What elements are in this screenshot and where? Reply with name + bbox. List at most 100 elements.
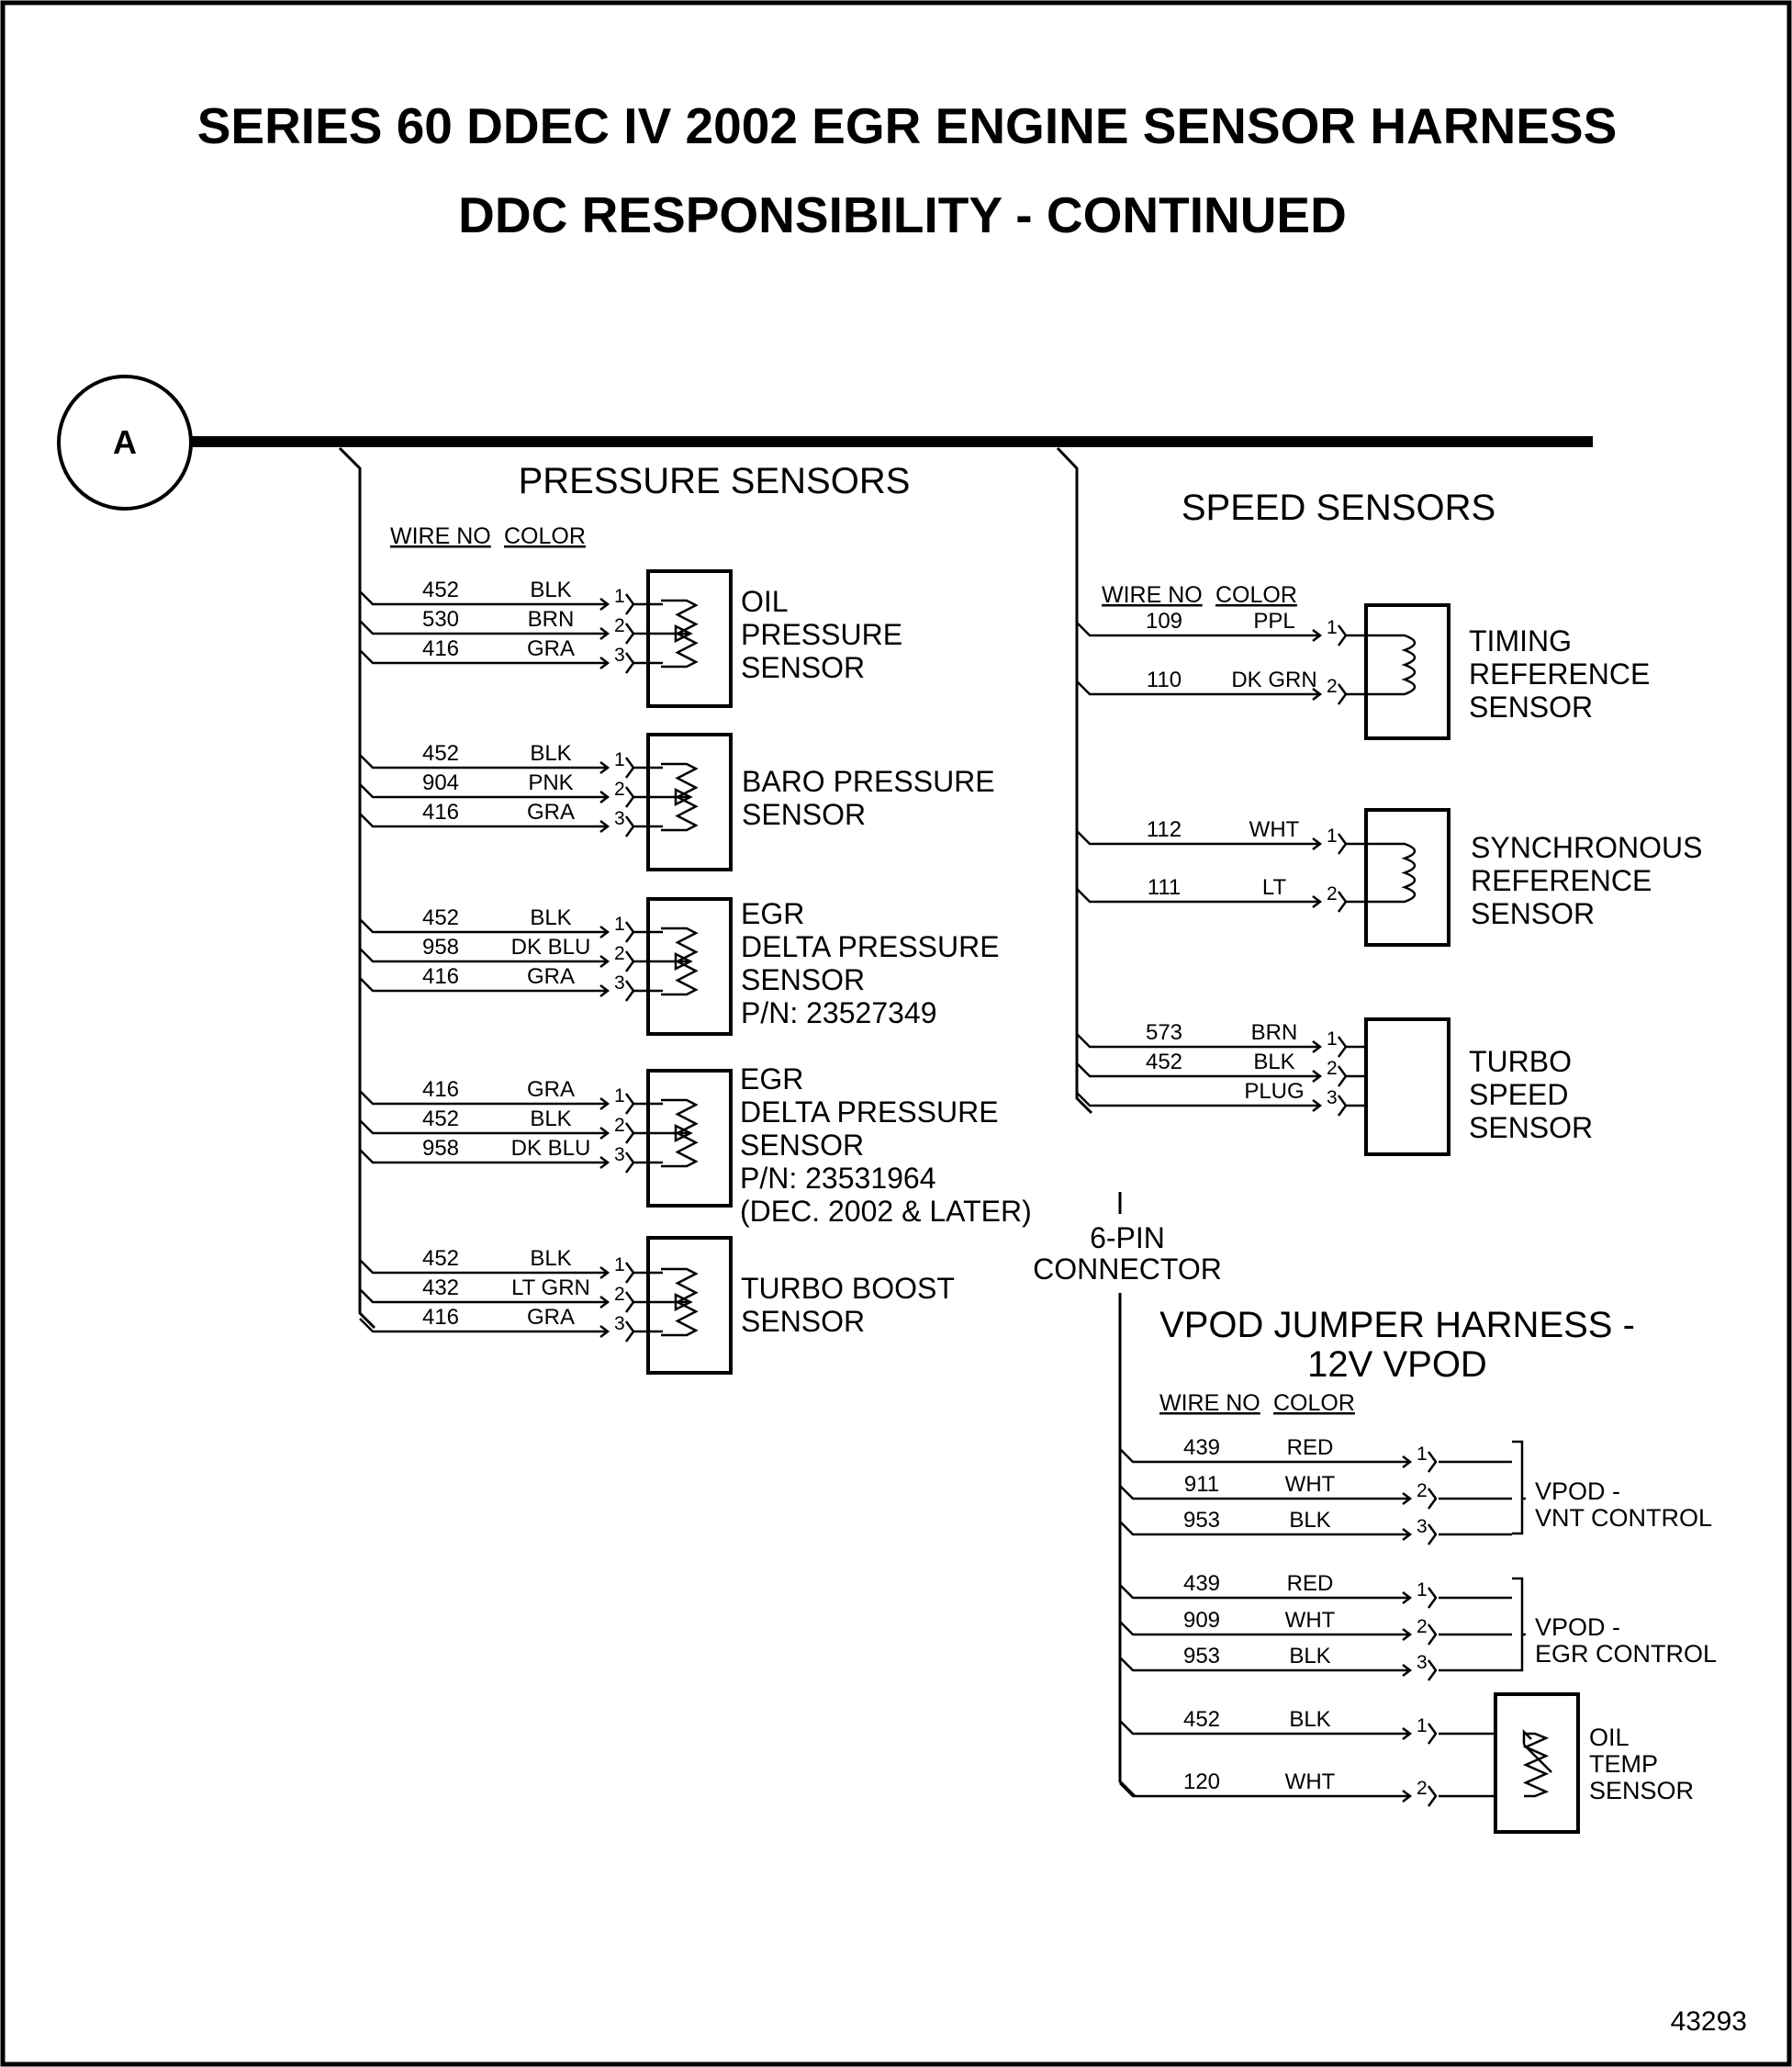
wire-arrowhead xyxy=(599,791,610,803)
wiper-arrow xyxy=(674,1292,693,1312)
wire-number: 953 xyxy=(1183,1508,1220,1533)
wire-number: 432 xyxy=(422,1275,459,1300)
sensor-label: TURBO xyxy=(1469,1045,1572,1078)
wire-line xyxy=(359,1119,608,1135)
wire-color: LT xyxy=(1262,875,1287,900)
sensor-connector-box xyxy=(646,733,733,871)
wire-line xyxy=(1119,1621,1410,1636)
pin-number: 3 xyxy=(1327,1087,1338,1108)
wire-arrowhead xyxy=(599,926,610,938)
vpod-harness-heading: VPOD JUMPER HARNESS - xyxy=(1159,1305,1635,1345)
sensor-connector-box xyxy=(1364,1017,1450,1156)
wire-line xyxy=(359,1318,608,1333)
vpod-harness-heading: 12V VPOD xyxy=(1307,1344,1487,1385)
wire-arrowhead xyxy=(1312,629,1323,642)
vpod-bracket xyxy=(1512,1440,1524,1535)
speed-branch-bus xyxy=(1056,446,1093,1115)
wire-arrowhead xyxy=(599,1156,610,1169)
wire-line xyxy=(1076,680,1320,696)
wire-arrowhead xyxy=(1312,1099,1323,1112)
wire-color: WHT xyxy=(1285,1769,1336,1794)
receptacle-chevron xyxy=(624,1320,635,1342)
vpod-wire-no-header: WIRE NO xyxy=(1159,1390,1260,1416)
wire-color: BLK xyxy=(530,578,571,602)
pin-number: 1 xyxy=(1417,1715,1428,1736)
wire-color: WHT xyxy=(1249,817,1300,842)
sensor-label: SENSOR xyxy=(741,1305,865,1338)
wire-arrowhead xyxy=(1312,837,1323,850)
wire-arrowhead xyxy=(1402,1528,1413,1541)
vpod-bracket xyxy=(1512,1577,1524,1672)
wire-color: RED xyxy=(1287,1571,1334,1596)
diagram-title-line1: SERIES 60 DDEC IV 2002 EGR ENGINE SENSOR… xyxy=(197,97,1618,154)
wire-arrowhead xyxy=(599,1266,610,1279)
wire-color: GRA xyxy=(527,636,575,661)
wiper-arrow xyxy=(674,1123,693,1143)
sensor-label: DELTA PRESSURE xyxy=(740,1095,999,1129)
wire-color: BRN xyxy=(1251,1020,1298,1045)
wire-line xyxy=(1076,888,1320,904)
sensor-label: OIL xyxy=(1589,1724,1630,1751)
pin-number: 1 xyxy=(1327,826,1338,847)
receptacle-chevron xyxy=(624,950,635,972)
wire-arrowhead xyxy=(1312,688,1323,701)
sensor-label: DELTA PRESSURE xyxy=(741,930,1000,963)
receptacle-chevron xyxy=(1337,683,1348,705)
wire-arrowhead xyxy=(1402,1455,1413,1468)
pressure-sensors-heading: PRESSURE SENSORS xyxy=(519,461,911,501)
wire-arrowhead xyxy=(1402,1790,1413,1803)
pin-number: 3 xyxy=(614,1313,625,1334)
wire-number: 452 xyxy=(422,1246,459,1271)
sensor-connector-box xyxy=(646,1069,733,1208)
sensor-label: (DEC. 2002 & LATER) xyxy=(740,1195,1032,1228)
wire-number: 110 xyxy=(1147,668,1182,692)
wire-line xyxy=(359,1288,608,1304)
wire-line xyxy=(1119,1448,1410,1464)
wire-number: 958 xyxy=(422,1136,459,1161)
vpod-label: VPOD - xyxy=(1535,1613,1620,1641)
sensor-label: REFERENCE xyxy=(1471,864,1652,897)
receptacle-chevron xyxy=(624,652,635,674)
wiper-arrow xyxy=(674,951,693,972)
wire-number: 573 xyxy=(1146,1020,1182,1045)
wire-arrowhead xyxy=(1312,1040,1323,1053)
pin-number: 1 xyxy=(1327,1028,1338,1050)
receptacle-chevron xyxy=(1337,624,1348,646)
receptacle-chevron xyxy=(624,921,635,943)
pin-number: 3 xyxy=(1417,1652,1428,1673)
pin-number: 2 xyxy=(614,779,625,800)
wire-color: BLK xyxy=(530,905,571,930)
wire-number: 120 xyxy=(1183,1769,1220,1794)
thermistor-symbol xyxy=(1522,1732,1550,1798)
wire-color: BLK xyxy=(530,1107,571,1131)
receptacle-chevron xyxy=(624,1262,635,1284)
receptacle-chevron xyxy=(1427,1587,1438,1609)
sensor-label: EGR xyxy=(740,1062,803,1095)
wire-number: 416 xyxy=(422,1077,459,1102)
wire-line xyxy=(359,649,608,665)
sensor-label: SENSOR xyxy=(742,798,866,831)
wire-number: 953 xyxy=(1183,1644,1220,1668)
pin-number: 1 xyxy=(614,1254,625,1275)
coil-symbol xyxy=(1368,842,1417,904)
wire-line xyxy=(359,620,608,635)
wire-arrowhead xyxy=(599,657,610,669)
wire-arrowhead xyxy=(599,598,610,611)
pin-number: 2 xyxy=(614,1284,625,1305)
six-pin-connector-label: 6-PIN xyxy=(1090,1221,1165,1254)
sensor-label: REFERENCE xyxy=(1469,657,1650,691)
wire-number: 416 xyxy=(422,800,459,825)
wire-number: 452 xyxy=(422,1107,459,1131)
receptacle-chevron xyxy=(624,623,635,645)
receptacle-chevron xyxy=(1427,1723,1438,1745)
wire-number: 111 xyxy=(1148,875,1181,900)
wire-arrowhead xyxy=(1402,1628,1413,1641)
speed-wire-no-header: WIRE NO xyxy=(1102,582,1203,608)
wire-number: 904 xyxy=(422,770,459,795)
sensor-label: EGR xyxy=(741,897,804,930)
pin-number: 2 xyxy=(1417,1778,1428,1799)
pin-number: 2 xyxy=(1327,676,1338,697)
wire-number: 909 xyxy=(1183,1608,1220,1633)
thermistor-arrow xyxy=(1522,1728,1532,1745)
